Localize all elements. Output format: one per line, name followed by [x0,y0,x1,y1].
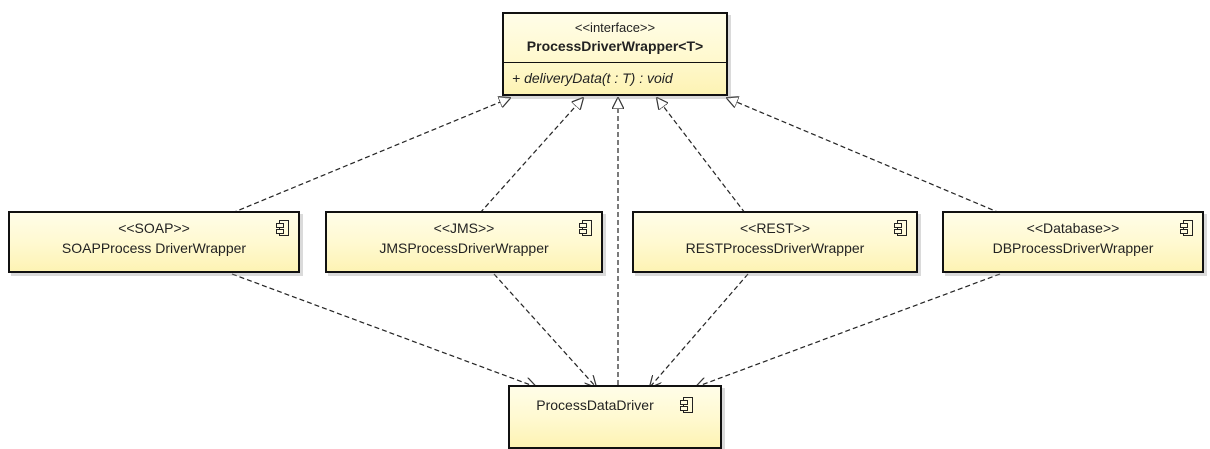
realization-soap [231,98,510,214]
dependency-rest [650,273,749,387]
interface-operation: + deliveryData(t : T) : void [512,70,673,86]
component-rest[interactable]: <<REST>> RESTProcessDriverWrapper [632,211,918,273]
dependency-jms [493,273,596,387]
dependency-soap [231,273,536,387]
dependency-db [696,273,1001,387]
component-name: ProcessDataDriver [536,397,654,413]
component-name: JMSProcessDriverWrapper [379,240,549,256]
component-stereotype: <<JMS>> [433,220,495,236]
component-name: RESTProcessDriverWrapper [685,240,865,256]
component-name: SOAPProcess DriverWrapper [61,240,247,256]
realization-jms [479,98,583,214]
component-processdatadriver[interactable]: ProcessDataDriver [508,385,722,449]
interface-name: ProcessDriverWrapper<T> [526,38,704,54]
interface-stereotype: <<interface>> [574,20,656,35]
interface-separator [504,62,726,63]
component-icon [579,220,592,236]
component-soap[interactable]: <<SOAP>> SOAPProcess DriverWrapper [8,211,300,273]
component-name: DBProcessDriverWrapper [992,240,1154,256]
component-db[interactable]: <<Database>> DBProcessDriverWrapper [942,211,1204,273]
interface-box[interactable]: <<interface>> ProcessDriverWrapper<T> + … [502,12,728,96]
component-icon [276,220,289,236]
component-stereotype: <<Database>> [1026,220,1120,236]
component-icon [680,397,693,413]
component-stereotype: <<SOAP>> [118,220,190,236]
component-icon [1180,220,1193,236]
component-icon [894,220,907,236]
component-jms[interactable]: <<JMS>> JMSProcessDriverWrapper [325,211,603,273]
realization-rest [657,98,746,214]
component-stereotype: <<REST>> [739,220,811,236]
realization-db [727,98,1001,214]
